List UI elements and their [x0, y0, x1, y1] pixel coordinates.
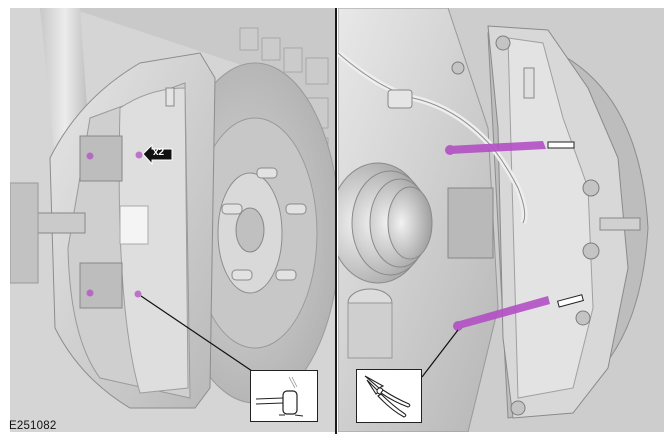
pad-pin-upper-left	[86, 152, 94, 160]
hammer-tool-callout	[250, 370, 318, 422]
right-illustration-panel	[338, 8, 664, 432]
pad-pin-lower-right	[134, 290, 142, 298]
left-illustration-panel	[10, 8, 335, 432]
pad-pin-upper-right	[135, 151, 143, 159]
panel-divider	[335, 8, 337, 434]
pad-pin-lower-left	[86, 289, 94, 297]
pliers-tool-callout	[356, 369, 422, 423]
caliper-inboard-drawing	[338, 8, 664, 432]
caliper-outboard-drawing	[10, 8, 335, 432]
hammer-icon	[255, 376, 304, 417]
quantity-label: x2	[153, 147, 165, 158]
pliers-icon	[364, 375, 411, 418]
figure-id: E251082	[9, 420, 57, 432]
pin-highlights	[445, 141, 550, 331]
